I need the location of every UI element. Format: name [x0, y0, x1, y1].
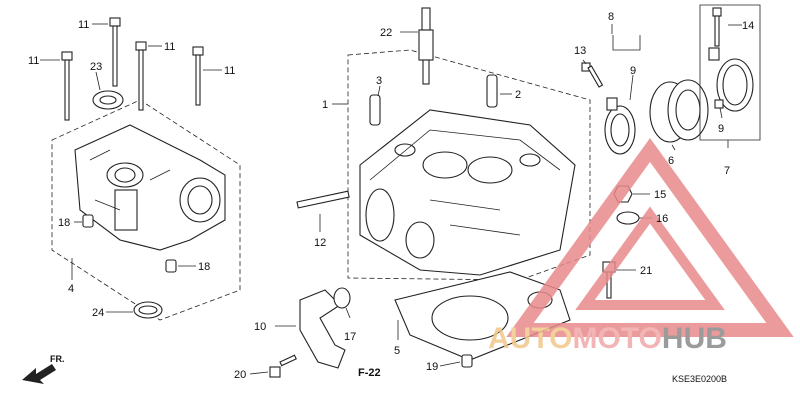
watermark-text: AUTOMOTOHUB — [488, 322, 727, 355]
bolt-11-c — [135, 41, 147, 111]
watermark: AUTOMOTOHUB — [488, 138, 794, 355]
band-group-outline — [699, 4, 761, 141]
callout-20: 20 — [234, 369, 246, 381]
band-7 — [708, 47, 754, 112]
callout-24: 24 — [92, 307, 104, 319]
callout-11d: 11 — [224, 65, 235, 77]
dowel-19 — [461, 354, 473, 368]
bolt-20 — [269, 354, 297, 378]
spark-plug-22 — [418, 7, 434, 85]
callout-4: 4 — [68, 283, 74, 295]
cylinder-head — [359, 109, 576, 276]
watermark-triangle-inner — [575, 206, 725, 310]
callout-7: 7 — [724, 165, 730, 177]
callout-17: 17 — [344, 331, 356, 343]
callout-6: 6 — [668, 155, 674, 167]
callout-15: 15 — [654, 189, 666, 201]
callout-12: 12 — [314, 237, 326, 249]
callout-23: 23 — [90, 61, 102, 73]
insulator-bracket-8 — [604, 35, 641, 155]
callout-2: 2 — [515, 89, 521, 101]
washer-16 — [616, 211, 640, 225]
callout-13: 13 — [574, 45, 586, 57]
callout-9a: 9 — [630, 65, 636, 77]
callout-11b: 11 — [78, 19, 89, 31]
callout-11c: 11 — [164, 41, 175, 53]
o-ring-17 — [333, 287, 351, 309]
callout-16: 16 — [656, 213, 668, 225]
callout-9b: 9 — [718, 123, 724, 135]
bolt-11-b — [109, 17, 121, 87]
dowel-18-b — [165, 259, 177, 273]
watermark-triangle-outer — [506, 138, 794, 337]
callout-5: 5 — [394, 345, 400, 357]
watermark-auto: AUTO — [488, 322, 572, 355]
callout-11a: 11 — [28, 55, 39, 67]
front-label: FR. — [50, 354, 65, 364]
leader-lines — [40, 23, 742, 375]
bolt-11-d — [192, 46, 204, 106]
nut-9-b — [714, 99, 724, 109]
reference-f22: F-22 — [358, 367, 381, 379]
valve-guide-2 — [486, 74, 498, 108]
bolt-13 — [581, 62, 604, 88]
callout-18a: 18 — [58, 217, 70, 229]
callout-10: 10 — [254, 321, 266, 333]
valve-guide-3 — [369, 94, 381, 126]
stud-12 — [296, 190, 350, 209]
front-arrow: FR. — [22, 354, 65, 384]
watermark-hub: HUB — [662, 322, 727, 355]
watermark-moto: MOTO — [572, 322, 661, 355]
bolt-14 — [712, 7, 722, 47]
callout-3: 3 — [376, 75, 382, 87]
insulator-6 — [649, 79, 709, 143]
callout-22: 22 — [380, 27, 392, 39]
callout-18b: 18 — [198, 261, 210, 273]
callout-8: 8 — [608, 11, 614, 23]
callout-1: 1 — [322, 99, 328, 111]
water-joint-10 — [299, 289, 346, 369]
callout-14: 14 — [742, 20, 754, 32]
head-group-outline — [347, 49, 591, 281]
dowel-18-a — [82, 214, 94, 228]
camshaft-holder — [74, 124, 226, 251]
callout-19: 19 — [426, 361, 438, 373]
bolt-11-a — [61, 51, 73, 121]
callout-21: 21 — [640, 265, 652, 277]
diagram-code: KSE3E0200B — [672, 374, 727, 384]
